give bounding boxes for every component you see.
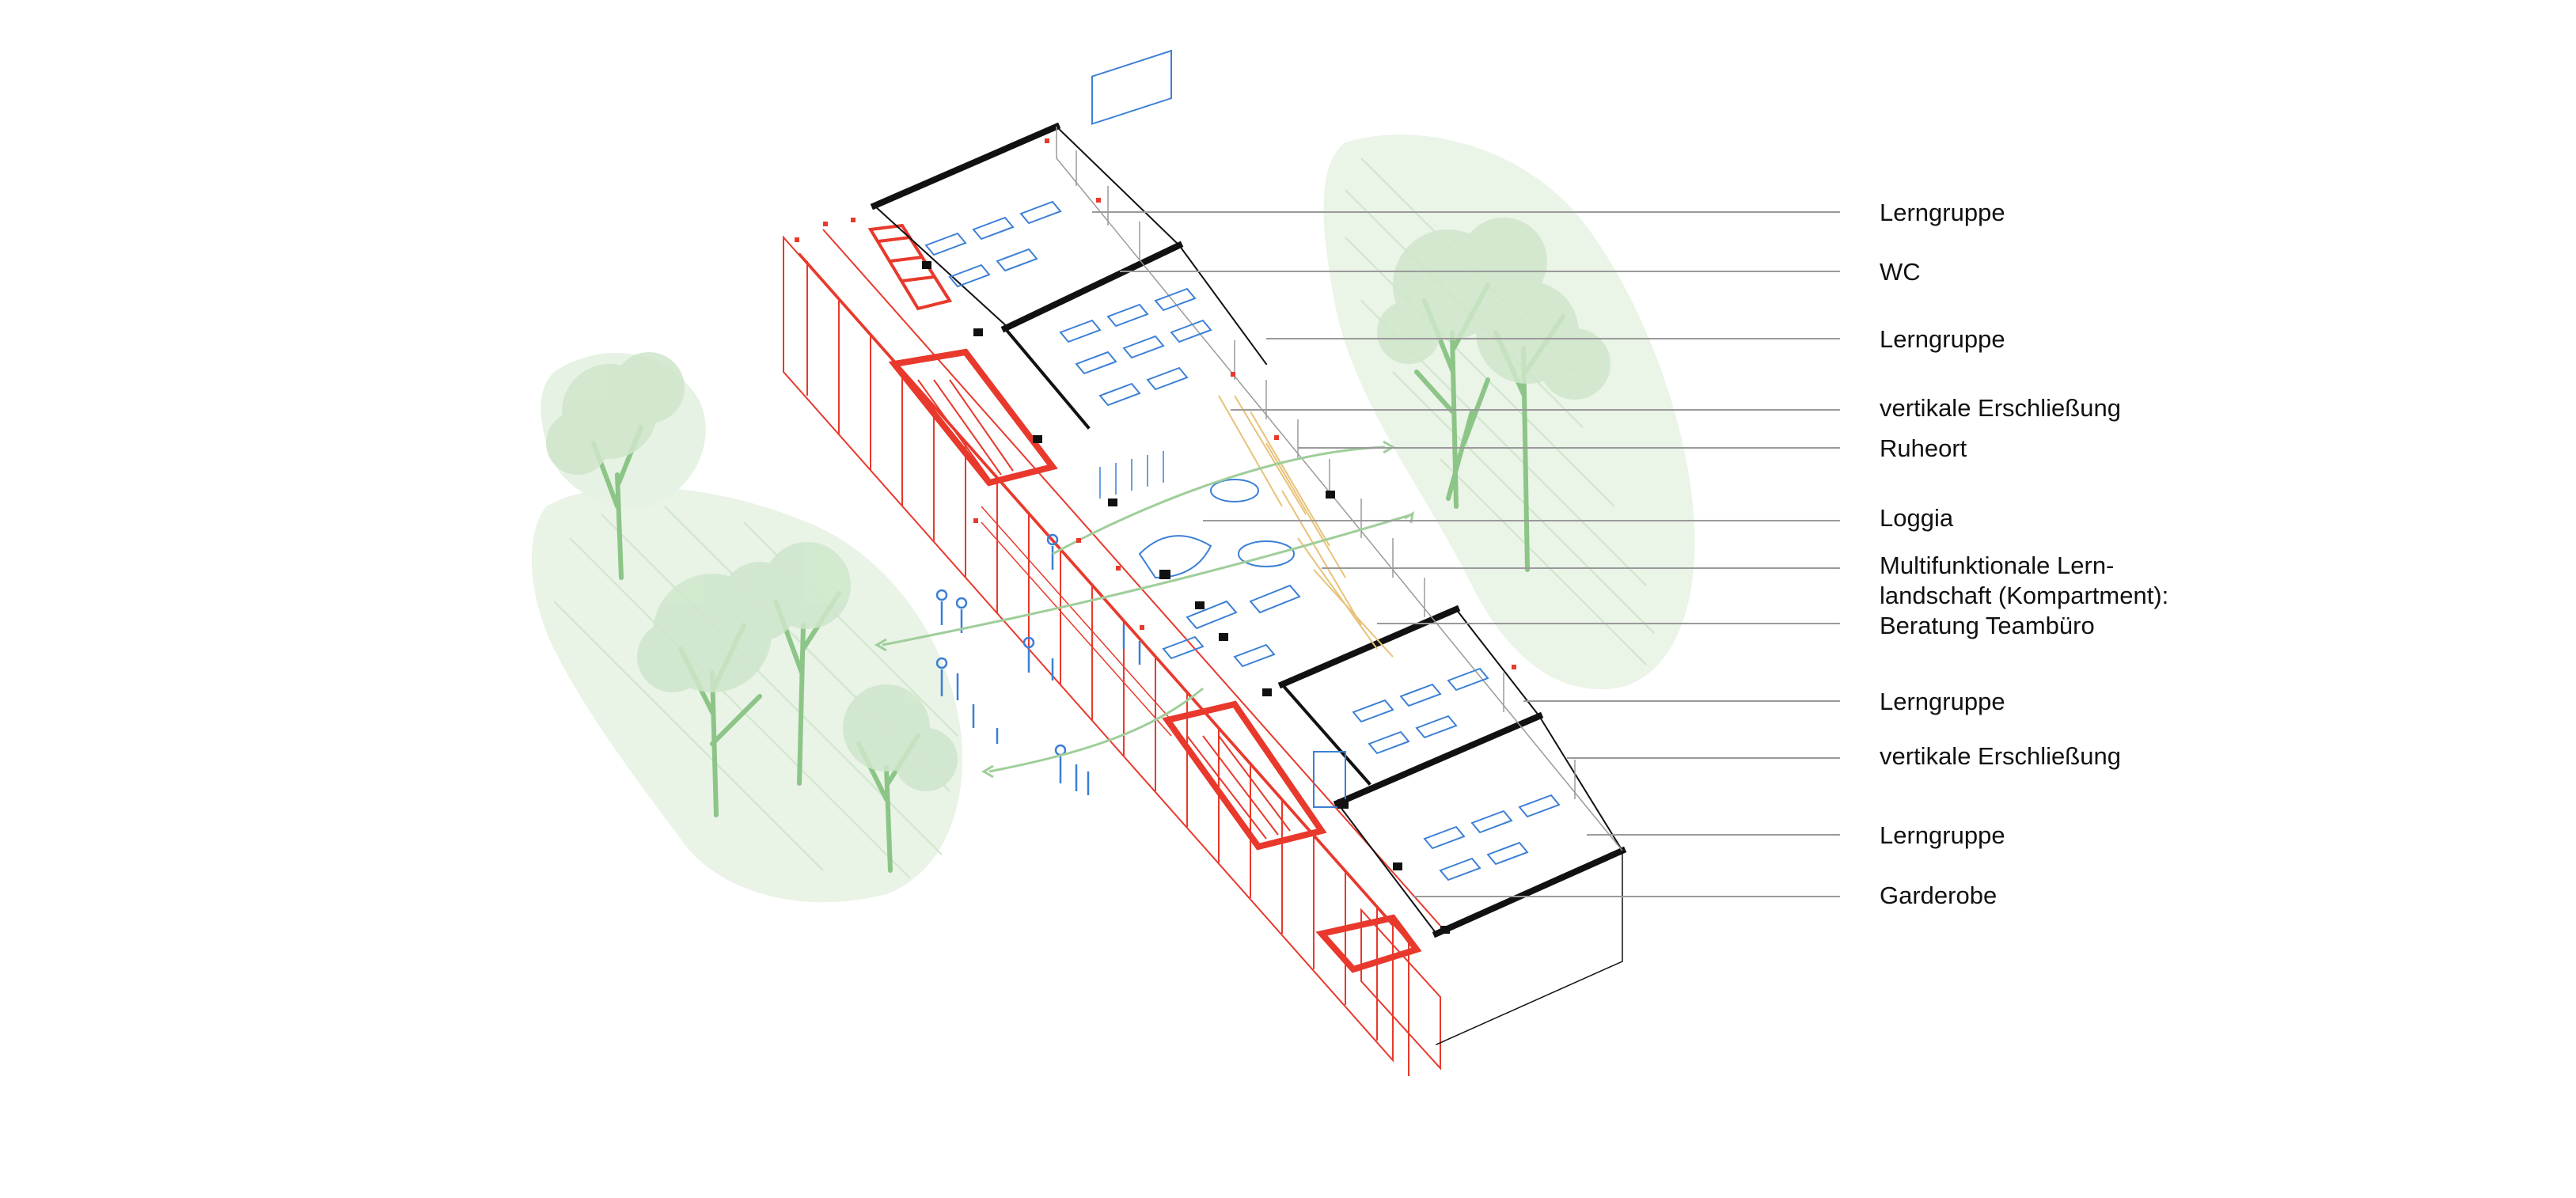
green-area-right [1323, 135, 1695, 690]
classroom-desks-3 [1352, 667, 1489, 755]
stair-core-2 [1162, 700, 1327, 851]
label-lerngruppe-4: Lerngruppe [1880, 821, 2005, 849]
shelving-unit [1091, 49, 1172, 125]
label-multifunktionale-lernlandschaft: Multifunktionale Lern- landschaft (Kompa… [1880, 552, 2169, 639]
landscape-greenery [531, 135, 1695, 903]
red-post-markers [795, 138, 1516, 669]
arrow-curve-3 [988, 687, 1204, 773]
classroom-desks-1 [924, 200, 1062, 288]
learning-landscape-furniture [1138, 479, 1301, 668]
label-vertikale-erschliessung-2: vertikale Erschließung [1880, 742, 2121, 770]
black-walls [870, 122, 1627, 1045]
label-loggia: Loggia [1880, 504, 1954, 532]
label-lerngruppe-1: Lerngruppe [1880, 199, 2005, 226]
grey-right-facade [1056, 127, 1623, 851]
classroom-desks-2 [1059, 287, 1212, 407]
people-figures [935, 533, 1141, 795]
green-area-left [531, 487, 962, 903]
stair-ladder-top [867, 223, 953, 311]
stair-core-1 [888, 348, 1058, 487]
label-garderobe: Garderobe [1880, 881, 1997, 909]
circulation-arrows [874, 440, 1415, 779]
arrow-curve-1 [1052, 445, 1386, 555]
black-column-markers [922, 261, 1450, 934]
leader-lines [1092, 211, 1840, 897]
label-lerngruppe-2: Lerngruppe [1880, 325, 2005, 353]
ruheort-hatch [1218, 395, 1394, 658]
label-wc: WC [1880, 258, 1921, 286]
label-lerngruppe-3: Lerngruppe [1880, 688, 2005, 715]
furniture-and-people [924, 49, 1561, 881]
arrow-curve-2 [882, 513, 1413, 646]
red-small-frame-bottom [1315, 914, 1422, 973]
classroom-desks-4 [1313, 751, 1561, 881]
label-vertikale-erschliessung-1: vertikale Erschließung [1880, 394, 2121, 422]
label-ruheort: Ruheort [1880, 434, 1967, 462]
